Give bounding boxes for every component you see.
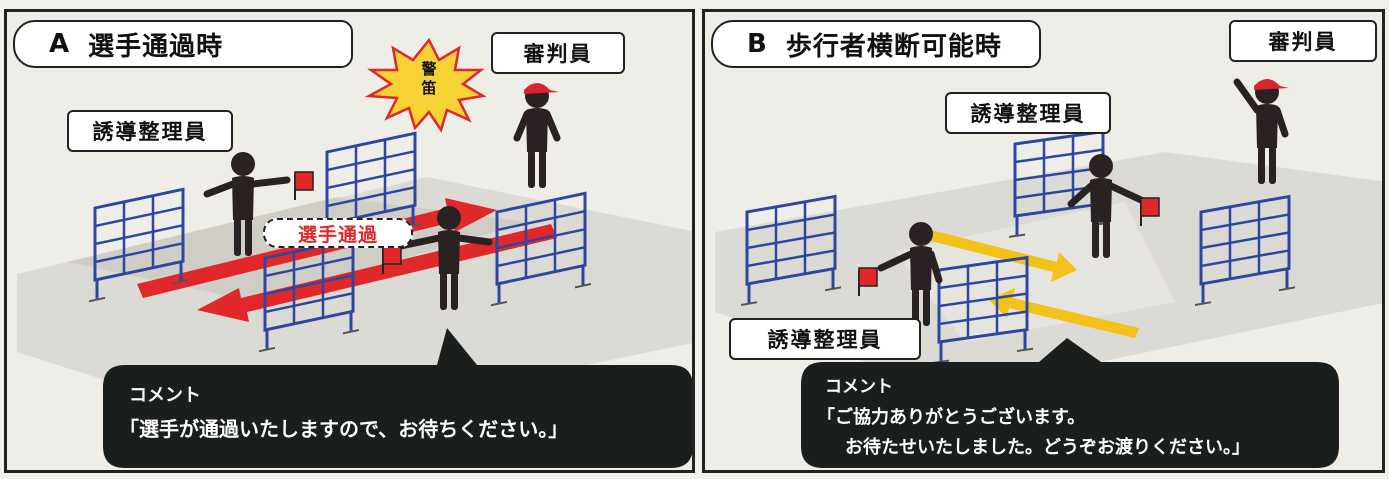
label-guide: 誘導整理員 — [67, 110, 233, 152]
scene-a-illustration — [17, 37, 692, 468]
flow-label: 選手通過 — [263, 218, 413, 248]
comment-heading: コメント — [129, 385, 201, 406]
guide-figure — [858, 222, 943, 326]
guide-figure — [1067, 154, 1160, 258]
panel-b-title: B 歩行者横断可能時 — [711, 20, 1041, 68]
panel-a-title: A 選手通過時 — [13, 20, 353, 68]
label-referee: 審判員 — [1229, 20, 1377, 62]
guide-figure — [203, 152, 314, 256]
whistle-label: 警笛 — [421, 60, 437, 97]
comment-text-line2: お待たせいたしました。どうぞお渡りください。」 — [845, 437, 1250, 458]
panel-title-text: 選手通過時 — [88, 31, 224, 62]
arrow-left — [197, 224, 557, 322]
label-guide-top: 誘導整理員 — [945, 92, 1111, 134]
referee-figure — [513, 83, 561, 188]
arrow-yellow — [927, 230, 1077, 282]
comment-text-line1: 「ご協力ありがとうございます。 — [817, 407, 1086, 428]
comment-heading: コメント — [825, 377, 893, 397]
label-referee: 審判員 — [491, 32, 625, 74]
comment-bubble — [801, 338, 1339, 468]
panel-letter: B — [747, 29, 768, 59]
comment-text: 「選手が通過いたしますので、お待ちください。」 — [119, 417, 569, 441]
arrow-yellow — [989, 288, 1139, 338]
panel-b: B 歩行者横断可能時 審判員 誘導整理員 誘導整理員 コメント 「ご協力ありがと… — [702, 9, 1385, 473]
panel-title-text: 歩行者横断可能時 — [785, 31, 1002, 62]
referee-figure — [1233, 78, 1289, 184]
panel-a: A 選手通過時 審判員 誘導整理員 警笛 選手通過 コメント 「選手が通過いたし… — [4, 9, 695, 473]
comment-bubble — [103, 328, 692, 468]
panel-letter: A — [49, 29, 71, 59]
whistle-burst — [364, 37, 487, 133]
label-guide-bottom: 誘導整理員 — [729, 318, 921, 360]
